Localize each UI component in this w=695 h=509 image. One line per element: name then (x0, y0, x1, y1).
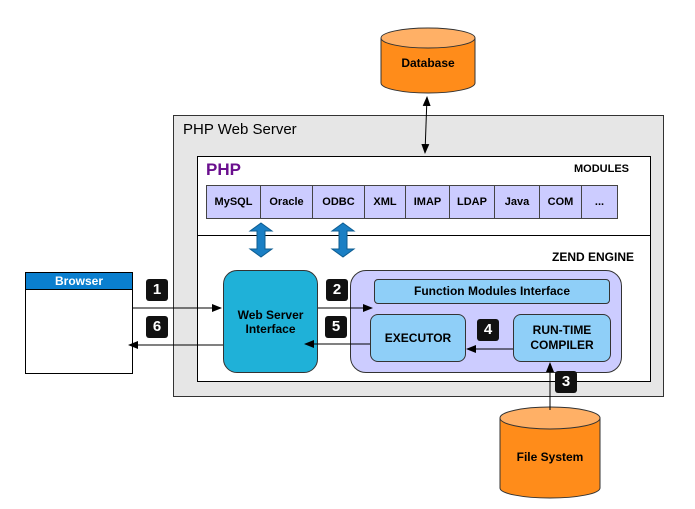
web-server-interface: Web Server Interface (223, 270, 318, 373)
compiler-line2: COMPILER (530, 338, 594, 352)
wsi-line2: Interface (245, 321, 296, 336)
zend-engine-label: ZEND ENGINE (552, 250, 635, 264)
modules-label: MODULES (574, 163, 629, 175)
module-odbc: ODBC (313, 186, 365, 218)
function-modules-interface: Function Modules Interface (374, 279, 610, 304)
run-time-compiler: RUN-TIME COMPILER (513, 314, 611, 362)
module-java: Java (495, 186, 540, 218)
compiler-line1: RUN-TIME (532, 323, 592, 337)
wsi-line1: Web Server (237, 307, 304, 322)
executor: EXECUTOR (370, 314, 466, 362)
step-badge-4: 4 (477, 319, 499, 341)
step-badge-5: 5 (325, 316, 347, 338)
module-list: MySQL Oracle ODBC XML IMAP LDAP Java COM… (206, 185, 618, 219)
php-label: PHP (206, 160, 241, 179)
database-label: Database (401, 56, 455, 70)
module-more: ... (594, 196, 605, 208)
server-title: PHP Web Server (183, 121, 297, 138)
step-badge-3: 3 (555, 371, 577, 393)
modules-zend-divider (197, 235, 651, 236)
module-oracle: Oracle (261, 186, 313, 218)
module-mysql: MySQL (207, 186, 261, 218)
module-com: COM (540, 186, 582, 218)
browser-title: Browser (25, 272, 133, 290)
module-imap: IMAP (406, 186, 450, 218)
module-ldap: LDAP (450, 186, 495, 218)
file-system-label: File System (516, 450, 584, 464)
module-xml: XML (365, 186, 406, 218)
step-badge-1: 1 (146, 279, 168, 301)
step-badge-6: 6 (146, 316, 168, 338)
step-badge-2: 2 (326, 279, 348, 301)
